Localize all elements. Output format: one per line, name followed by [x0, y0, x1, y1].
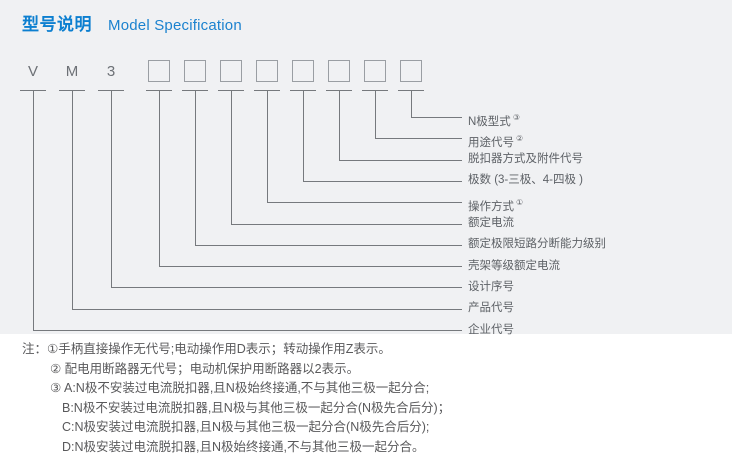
callout-label: 脱扣器方式及附件代号	[468, 153, 583, 166]
callout-label: 额定极限短路分断能力级别	[468, 238, 606, 251]
leader-horizontal	[159, 266, 462, 268]
leader-horizontal	[339, 159, 462, 161]
leader-vertical	[303, 90, 304, 181]
callout-footnote-marker: ③	[512, 112, 520, 122]
callout-label-text: 极数 (3-三极、4-四极 )	[468, 174, 583, 187]
leader-vertical	[411, 90, 412, 117]
page-title-cn: 型号说明	[22, 15, 92, 34]
leader-vertical	[375, 90, 376, 139]
callout-label-text: 设计序号	[468, 280, 514, 293]
leader-vertical	[111, 90, 112, 288]
code-box-empty	[148, 60, 170, 82]
leader-vertical	[195, 90, 196, 245]
leader-horizontal	[195, 244, 462, 246]
callout-label: 企业代号	[468, 324, 514, 337]
callout-label-text: 企业代号	[468, 323, 514, 336]
footnote-text: ② 配电用断路器无代号；电动机保护用断路器以2表示。	[50, 361, 360, 376]
leader-horizontal	[267, 202, 462, 204]
footnote-line: C:N极安装过电流脱扣器,且N极与其他三极一起分合(N极先合后分);	[22, 418, 722, 438]
callout-label-text: 操作方式	[468, 200, 514, 213]
code-char: 3	[106, 62, 116, 80]
leader-vertical	[231, 90, 232, 224]
callout-label: 极数 (3-三极、4-四极 )	[468, 174, 583, 187]
footnotes: 注：①手柄直接操作无代号;电动操作用D表示；转动操作用Z表示。② 配电用断路器无…	[22, 340, 722, 457]
code-char: M	[65, 62, 79, 80]
leader-vertical	[339, 90, 340, 160]
leader-vertical	[72, 90, 73, 309]
footnote-line: ② 配电用断路器无代号；电动机保护用断路器以2表示。	[22, 360, 722, 380]
code-box-empty	[328, 60, 350, 82]
leader-horizontal	[111, 287, 462, 289]
model-code-row: V M 3	[0, 58, 732, 92]
callout-label: 设计序号	[468, 281, 514, 294]
leader-horizontal	[231, 223, 462, 225]
footnote-line: B:N极不安装过电流脱扣器,且N极与其他三极一起分合(N极先合后分)；	[22, 399, 722, 419]
diagram-panel	[0, 0, 732, 334]
leader-horizontal	[411, 117, 462, 118]
footnote-line: D:N极安装过电流脱扣器,且N极始终接通,不与其他三极一起分合。	[22, 438, 722, 458]
code-box-empty	[364, 60, 386, 82]
leader-vertical	[33, 90, 34, 330]
code-box-empty	[292, 60, 314, 82]
leader-horizontal	[72, 308, 462, 310]
footnote-text: D:N极安装过电流脱扣器,且N极始终接通,不与其他三极一起分合。	[62, 439, 425, 454]
callout-label: 产品代号	[468, 302, 514, 315]
footnote-text: C:N极安装过电流脱扣器,且N极与其他三极一起分合(N极先合后分);	[62, 420, 430, 434]
leader-vertical	[159, 90, 160, 267]
leader-horizontal	[303, 180, 462, 182]
callout-label-text: 额定电流	[468, 217, 514, 229]
code-box-empty	[220, 60, 242, 82]
callout-label: 额定电流	[468, 217, 514, 230]
code-box-empty	[400, 60, 422, 82]
footnote-line: 注：①手柄直接操作无代号;电动操作用D表示；转动操作用Z表示。	[22, 340, 722, 360]
footnote-prefix: 注：	[22, 342, 48, 356]
callout-label-text: 壳架等级额定电流	[468, 259, 560, 272]
footnote-text: ①手柄直接操作无代号;电动操作用D表示；转动操作用Z表示。	[47, 342, 391, 356]
callout-footnote-marker: ②	[516, 133, 524, 143]
page-header: 型号说明 Model Specification	[22, 10, 242, 35]
callout-label-text: 脱扣器方式及附件代号	[468, 153, 583, 166]
callout-label-text: 额定极限短路分断能力级别	[468, 238, 606, 251]
callout-footnote-marker: ①	[516, 197, 524, 207]
callout-label-text: 产品代号	[468, 302, 514, 315]
code-box-empty	[256, 60, 278, 82]
footnote-line: ③ A:N极不安装过电流脱扣器,且N极始终接通,不与其他三极一起分合;	[22, 379, 722, 399]
callout-label: 壳架等级额定电流	[468, 260, 560, 273]
code-box-empty	[184, 60, 206, 82]
footnote-text: B:N极不安装过电流脱扣器,且N极与其他三极一起分合(N极先合后分)；	[62, 400, 451, 415]
leader-horizontal	[375, 138, 462, 140]
leader-vertical	[267, 90, 268, 203]
callout-label-text: N极型式	[468, 115, 511, 128]
callout-label-text: 用途代号	[468, 136, 514, 149]
page-title-en: Model Specification	[108, 17, 242, 34]
footnote-text: ③ A:N极不安装过电流脱扣器,且N极始终接通,不与其他三极一起分合;	[50, 381, 430, 395]
code-char: V	[27, 62, 38, 80]
leader-horizontal	[33, 330, 462, 331]
